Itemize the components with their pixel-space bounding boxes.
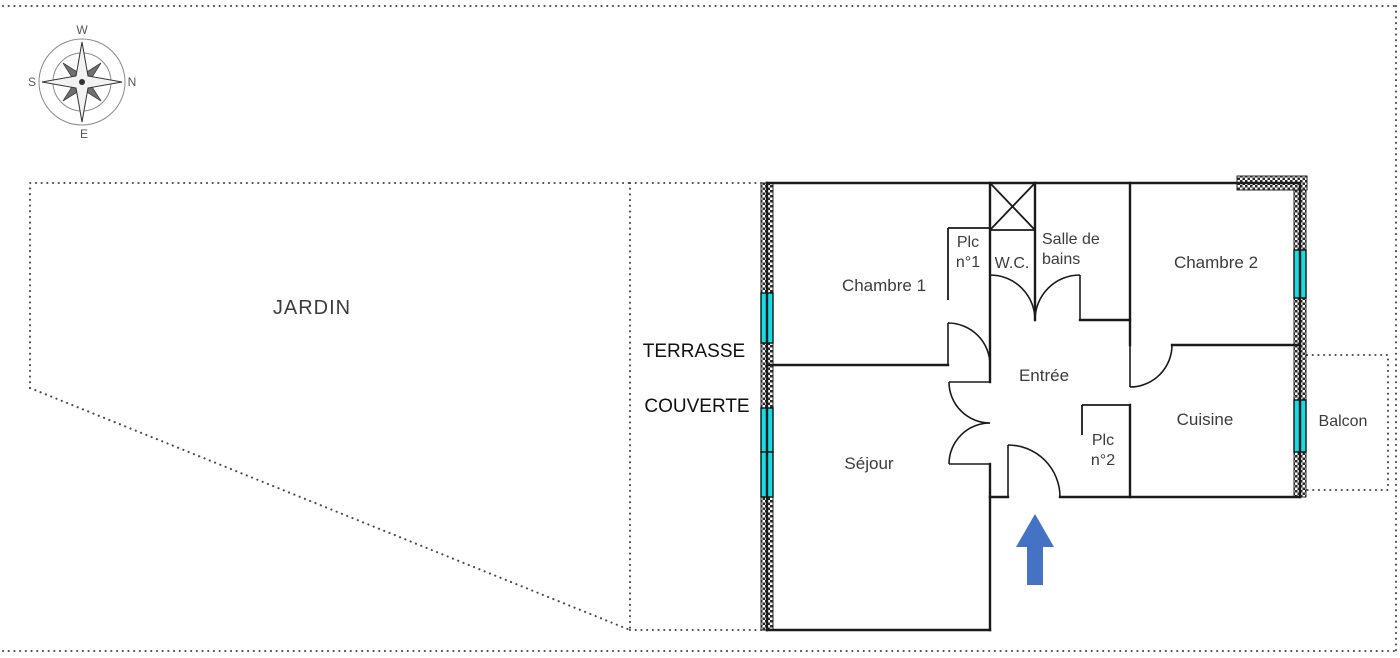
sejour-label: Séjour	[844, 454, 893, 473]
wc-door	[989, 274, 1036, 321]
plc2-label-line1: Plc	[1092, 432, 1114, 449]
exterior-walls	[765, 181, 1302, 632]
balcon-label: Balcon	[1319, 413, 1368, 430]
cuisine-label: Cuisine	[1177, 410, 1234, 429]
duct-crossed-box	[989, 182, 1036, 231]
doors	[947, 274, 1173, 498]
chambre1-door	[947, 322, 991, 366]
jardin-label: JARDIN	[273, 297, 351, 319]
entree-label: Entrée	[1019, 366, 1069, 385]
wc-label: W.C.	[995, 255, 1030, 272]
plc1-label-line2: n°1	[956, 254, 980, 271]
sejour-double-door-lower	[948, 422, 991, 465]
sdb-label-line2: bains	[1042, 251, 1080, 268]
compass-n-label: N	[128, 75, 137, 89]
plc1-walls	[947, 227, 990, 300]
compass-center	[79, 79, 85, 85]
plc2-label-line2: n°2	[1091, 452, 1115, 469]
bathroom-door	[1034, 274, 1081, 321]
plc2-walls	[1081, 404, 1130, 435]
compass-e-label: E	[80, 127, 88, 141]
garden-diagonal-edge	[28, 386, 632, 632]
entrance-door	[1007, 444, 1061, 498]
property-boundary	[1, 4, 1398, 653]
terrasse-label-line2: COUVERTE	[644, 396, 749, 417]
balcony-edge	[1305, 353, 1390, 492]
chambre1-label: Chambre 1	[842, 276, 926, 295]
interior-walls	[765, 181, 1302, 499]
sdb-label-line1: Salle de	[1042, 231, 1100, 248]
compass-rose: W N E S	[28, 23, 136, 141]
garden-top-left-edge	[28, 181, 632, 390]
entrance-arrow	[1016, 514, 1054, 585]
compass-w-label: W	[76, 23, 88, 37]
compass-s-label: S	[28, 75, 36, 89]
garden-boundary	[28, 181, 632, 632]
chambre2-door	[1129, 344, 1173, 388]
plc1-label-line1: Plc	[957, 234, 979, 251]
chambre2-label: Chambre 2	[1174, 253, 1258, 272]
terrasse-label-line1: TERRASSE	[643, 341, 745, 362]
balcony-boundary	[1305, 353, 1390, 492]
compass-outer-ring	[38, 38, 126, 126]
sejour-double-door-upper	[948, 381, 991, 424]
terrace-boundary	[628, 181, 768, 632]
room-labels: JARDIN TERRASSE COUVERTE Chambre 1 Plc n…	[273, 231, 1368, 473]
